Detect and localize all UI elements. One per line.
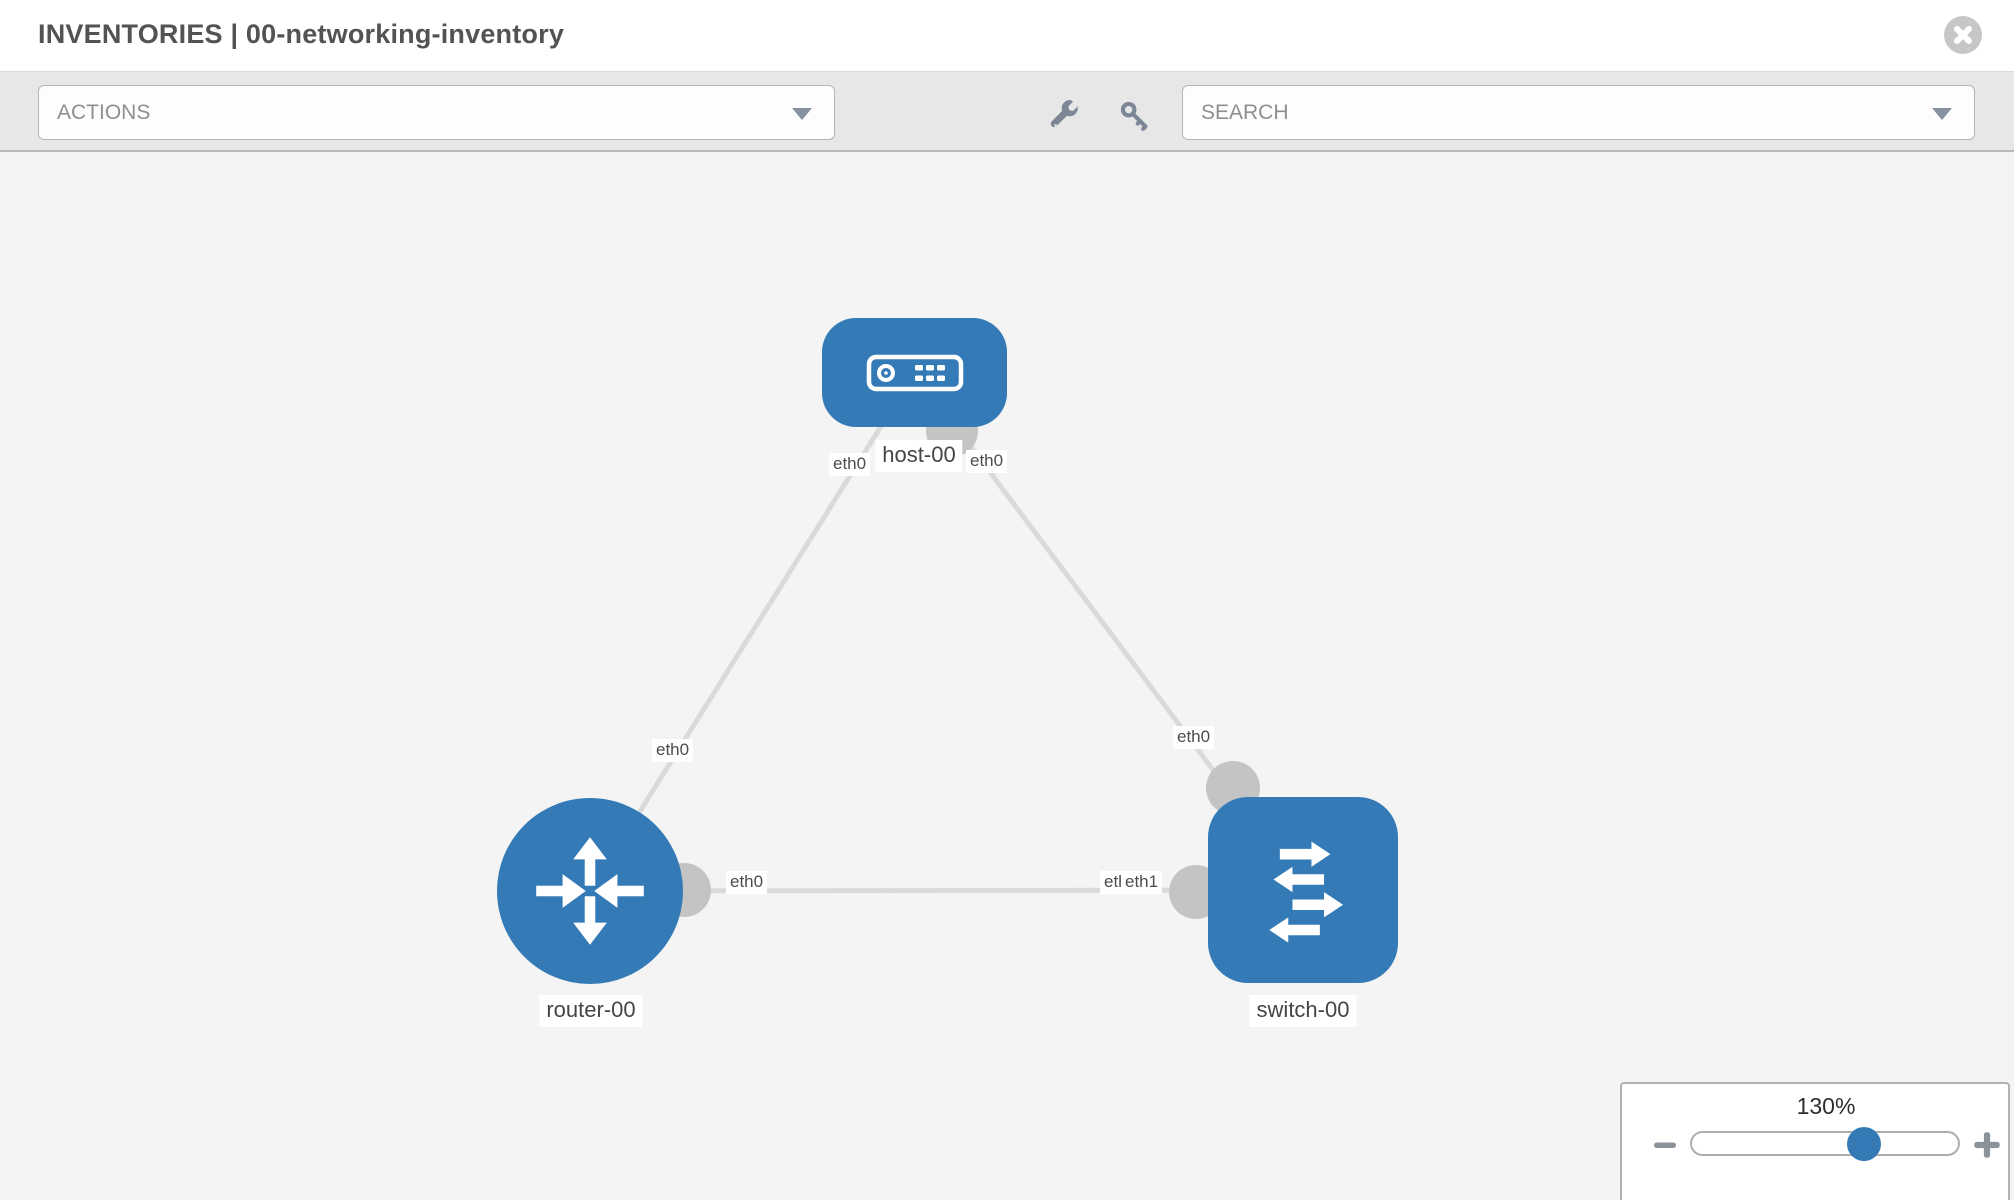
node-label-switch-00: switch-00 [1249, 995, 1357, 1028]
interface-label-eth0: eth0 [726, 871, 768, 895]
page-title: INVENTORIES | 00-networking-inventory [38, 19, 565, 49]
x-circle-icon [1954, 26, 1972, 44]
interface-label-eth0: eth0 [966, 450, 1008, 474]
actions-dropdown[interactable]: ACTIONS [38, 85, 835, 140]
zoom-level-label: 130% [1796, 1093, 1856, 1119]
interface-label-eth0: eth0 [1173, 726, 1215, 750]
node-label-router-00: router-00 [539, 995, 643, 1028]
zoom-slider-thumb[interactable] [1847, 1127, 1881, 1161]
node-router-00[interactable] [497, 798, 683, 984]
host-icon [866, 354, 963, 391]
zoom-out-button[interactable] [1650, 1132, 1680, 1158]
node-label-host-00: host-00 [875, 440, 963, 473]
close-button[interactable] [1944, 16, 1982, 54]
zoom-slider[interactable] [1690, 1131, 1960, 1156]
zoom-control: 130% [1620, 1082, 2010, 1200]
plus-icon [1974, 1132, 2000, 1158]
credentials-button[interactable] [1114, 95, 1154, 135]
wrench-icon [1050, 100, 1079, 128]
toolbar: ACTIONS SEARCH [0, 72, 2014, 152]
minus-icon [1654, 1142, 1676, 1148]
header: INVENTORIES | 00-networking-inventory [0, 0, 2014, 72]
search-dropdown-label: SEARCH [1201, 100, 1289, 124]
chevron-down-icon [1932, 107, 1952, 120]
interface-label-eth0: eth0 [829, 453, 871, 477]
interface-label-eth1: eth1 [1121, 871, 1163, 895]
interface-label-eth0: eth0 [652, 739, 694, 763]
configure-button[interactable] [1046, 95, 1086, 135]
key-icon [1120, 101, 1148, 131]
router-icon [536, 837, 644, 945]
switch-icon [1269, 841, 1344, 943]
node-host-00[interactable] [822, 318, 1007, 427]
node-switch-00[interactable] [1208, 797, 1398, 983]
actions-dropdown-label: ACTIONS [57, 100, 151, 124]
chevron-down-icon [792, 107, 812, 120]
zoom-in-button[interactable] [1971, 1130, 2003, 1160]
search-dropdown[interactable]: SEARCH [1182, 85, 1975, 140]
